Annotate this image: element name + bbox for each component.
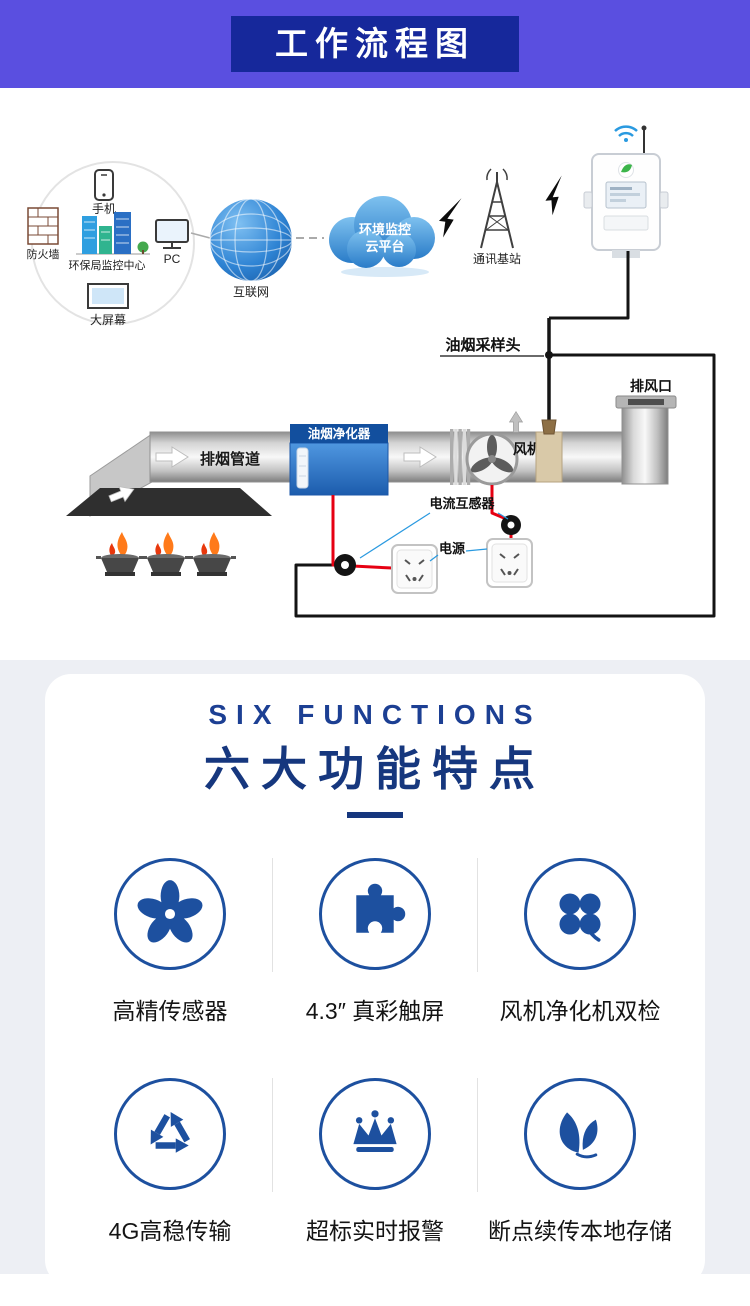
column-divider — [477, 1078, 478, 1192]
base-station-label: 通讯基站 — [473, 252, 521, 266]
lightning-icon — [438, 198, 462, 238]
monitoring-device — [583, 125, 669, 258]
internet-label: 互联网 — [233, 285, 269, 299]
cloud-label-line2: 云平台 — [365, 239, 404, 254]
base-station-icon — [480, 168, 514, 249]
exhaust-outlet-label: 排风口 — [630, 378, 672, 394]
workflow-diagram: 手机 防火墙 — [0, 88, 750, 660]
lightning-icon — [545, 175, 562, 216]
internet-globe-icon — [209, 198, 293, 282]
pinwheel-icon — [114, 858, 226, 970]
stove-burner — [142, 532, 190, 576]
range-hood — [66, 488, 272, 516]
power-pointer-line — [429, 554, 439, 562]
feature-item: 超标实时报警 — [276, 1078, 474, 1246]
leaves-icon — [524, 1078, 636, 1190]
features-card: SIX FUNCTIONS 六大功能特点 — [45, 674, 705, 1286]
features-title: 六大功能特点 — [204, 743, 546, 795]
phone-label: 手机 — [92, 202, 116, 216]
feature-item: 高精传感器 — [71, 858, 269, 1026]
puzzle-icon — [319, 858, 431, 970]
sampling-probe — [541, 318, 557, 435]
feature-label: 超标实时报警 — [306, 1218, 444, 1244]
features-section: SIX FUNCTIONS 六大功能特点 — [0, 660, 750, 1286]
big-screen-label: 大屏幕 — [90, 313, 126, 327]
stove-burner — [96, 532, 144, 576]
stove-burner — [188, 532, 236, 576]
pc-icon — [155, 219, 189, 249]
feature-label: 风机净化机双检 — [499, 998, 661, 1024]
feature-item: 风机净化机双检 — [481, 858, 679, 1026]
monitor-center-label: 环保局监控中心 — [69, 258, 146, 272]
purifier-label: 油烟净化器 — [308, 426, 371, 441]
current-transformer-icon — [334, 554, 356, 576]
feature-item: 4G高稳传输 — [71, 1078, 269, 1246]
power-outlet — [486, 538, 533, 588]
cloud-platform-icon: 环境监控 云平台 — [329, 196, 435, 277]
purifier-unit: 油烟净化器 — [289, 424, 389, 496]
recycle-icon — [114, 1078, 226, 1190]
firewall-icon — [27, 207, 59, 245]
column-divider — [272, 858, 273, 972]
pc-label: PC — [164, 252, 181, 266]
ct-pointer-line — [359, 512, 431, 559]
title-divider — [347, 812, 403, 818]
flow-arrow-icon — [403, 446, 437, 468]
flow-arrow-icon — [508, 410, 524, 433]
firewall-label: 防火墙 — [27, 247, 60, 261]
smoke-duct-label: 排烟管道 — [200, 450, 260, 468]
workflow-diagram-svg: 手机 防火墙 — [27, 125, 716, 618]
features-subtitle: SIX FUNCTIONS — [208, 699, 542, 730]
current-transformer-label: 电流互感器 — [429, 496, 495, 511]
crown-icon — [319, 1078, 431, 1190]
fan-label: 风机 — [513, 441, 541, 457]
flow-arrow-icon — [108, 486, 135, 503]
power-label: 电源 — [439, 541, 465, 556]
fan-unit — [465, 432, 519, 486]
feature-item: 断点续传本地存储 — [481, 1078, 679, 1246]
sampling-section — [535, 431, 563, 483]
power-pointer-line — [465, 548, 488, 552]
signal-cables — [294, 251, 716, 618]
column-divider — [477, 858, 478, 972]
exhaust-elbow — [615, 395, 677, 485]
big-screen-icon — [87, 283, 129, 309]
feature-label: 高精传感器 — [112, 998, 228, 1024]
features-row-2: 4G高稳传输 超标实时报警 — [45, 1078, 705, 1246]
column-divider — [272, 1078, 273, 1192]
monitor-center-icon — [76, 212, 150, 255]
duct-assembly: 排烟管道 油烟净化器 — [66, 378, 677, 517]
clover-icon — [524, 858, 636, 970]
feature-item: 4.3″ 真彩触屏 — [276, 858, 474, 1026]
wifi-icon — [614, 125, 638, 137]
feature-label: 4G高稳传输 — [108, 1218, 232, 1244]
sampling-head-label: 油烟采样头 — [445, 336, 520, 354]
section-header: 工作流程图 — [0, 0, 750, 88]
feature-label: 4.3″ 真彩触屏 — [305, 998, 445, 1024]
feature-label: 断点续传本地存储 — [488, 1218, 672, 1244]
ct-pointer-line — [497, 512, 509, 520]
power-outlet — [391, 544, 438, 594]
device-logo-icon — [621, 164, 632, 173]
phone-icon — [94, 169, 114, 201]
flow-arrow-icon — [155, 446, 189, 468]
page-title: 工作流程图 — [231, 15, 519, 73]
cloud-label-line1: 环境监控 — [359, 222, 411, 237]
current-transformer-icon — [501, 515, 521, 535]
features-row-1: 高精传感器 4.3″ 真彩触屏 — [45, 858, 705, 1026]
client-cluster: 手机 防火墙 — [27, 161, 211, 327]
